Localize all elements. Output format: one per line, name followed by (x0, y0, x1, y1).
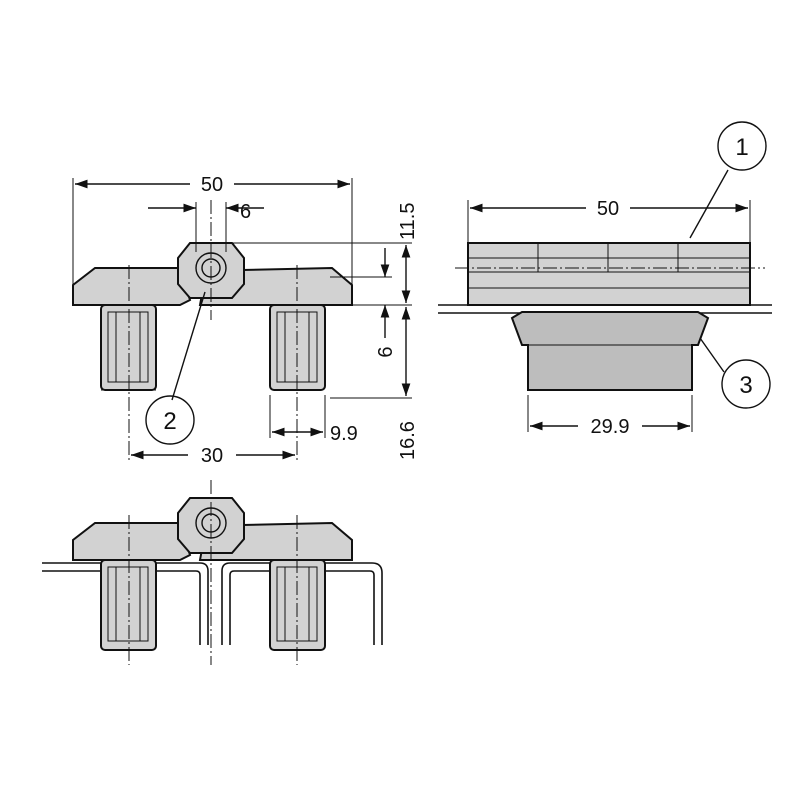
dim-height-bottom: 16.6 (397, 421, 419, 460)
dim-dowel-spacing: 30 (201, 445, 223, 467)
callout-3 (721, 359, 771, 409)
dim-offset: 6 (375, 346, 397, 357)
dim-side-base-width: 29.9 (591, 416, 630, 438)
dim-front-width: 50 (201, 174, 223, 196)
svg-text:1: 1 (735, 134, 748, 161)
dim-dowel-dia: 9.9 (330, 423, 358, 445)
installed-view (42, 480, 383, 665)
front-view: 50 6 11.5 6 16.6 9.9 30 2 (72, 172, 419, 467)
dim-height-top: 11.5 (397, 203, 419, 240)
callout-2 (145, 395, 195, 445)
dim-side-width: 50 (597, 198, 619, 220)
left-plate (72, 267, 192, 306)
svg-text:2: 2 (163, 408, 176, 435)
svg-text:3: 3 (739, 372, 752, 399)
callout-1 (717, 121, 767, 171)
left-dowel (100, 304, 157, 391)
dim-pin-dia: 6 (240, 201, 251, 223)
side-view: 50 29.9 1 3 (438, 121, 772, 438)
